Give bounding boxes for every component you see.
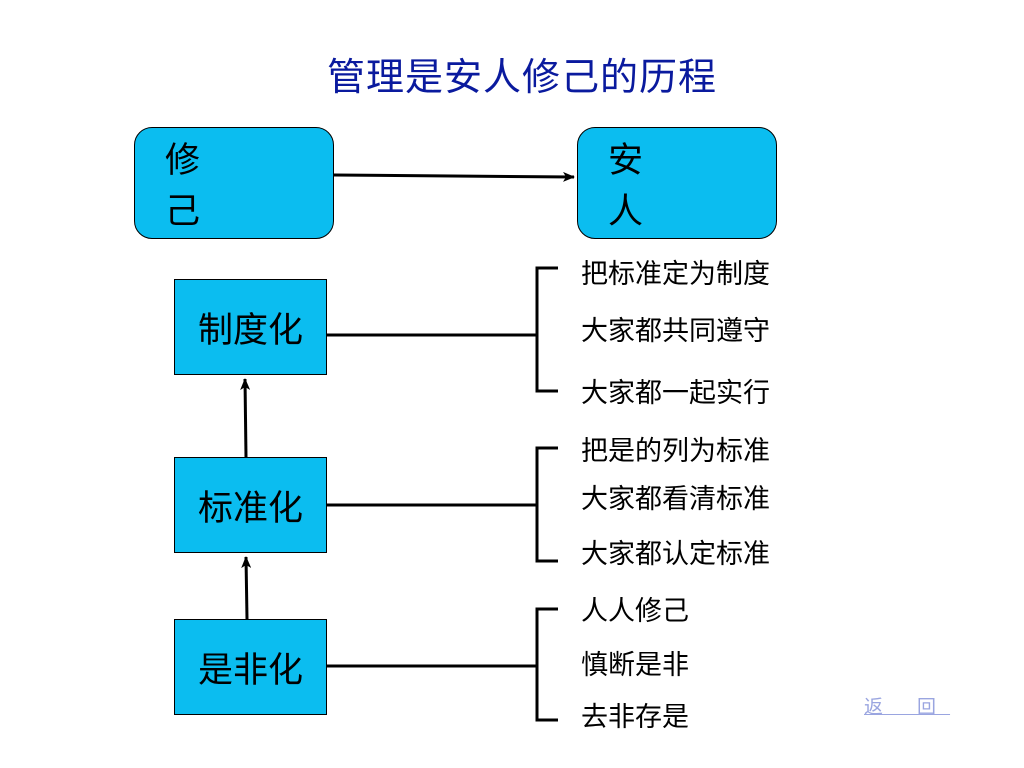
bracket xyxy=(535,266,558,393)
stage-item: 大家都共同遵守 xyxy=(581,316,770,347)
page-title: 管理是安人修己的历程 xyxy=(326,55,717,99)
xiuji-label: 修 己 xyxy=(165,141,231,232)
stage-item: 慎断是非 xyxy=(581,650,689,681)
stage-item: 把标准定为制度 xyxy=(581,259,770,290)
stage-label: 是非化 xyxy=(197,650,303,691)
bracket xyxy=(535,607,558,722)
arrow-xiuji-to-anren xyxy=(333,171,575,182)
arrow-shifei-to-biaozhun xyxy=(241,556,252,620)
stage-box-biaozhunhua: 标准化 xyxy=(174,457,327,553)
stage-label: 制度化 xyxy=(197,310,303,351)
arrow-biaozhun-to-zhidu xyxy=(240,378,251,458)
stage-item: 大家都认定标准 xyxy=(581,539,770,570)
stage-item: 去非存是 xyxy=(581,702,689,733)
xiuji-box: 修 己 xyxy=(134,127,334,239)
stage-item: 大家都看清标准 xyxy=(581,484,770,515)
bracket xyxy=(535,446,558,563)
stage-box-shifeihua: 是非化 xyxy=(174,619,327,715)
stage-item: 把是的列为标准 xyxy=(581,436,770,467)
anren-label: 安 人 xyxy=(608,141,674,232)
anren-box: 安 人 xyxy=(577,127,777,239)
back-link[interactable]: 返 回 xyxy=(864,696,951,718)
stage-item: 大家都一起实行 xyxy=(581,378,770,409)
stage-item: 人人修己 xyxy=(581,596,689,627)
stage-label: 标准化 xyxy=(197,488,303,529)
stage-box-zhiduhua: 制度化 xyxy=(174,279,327,375)
